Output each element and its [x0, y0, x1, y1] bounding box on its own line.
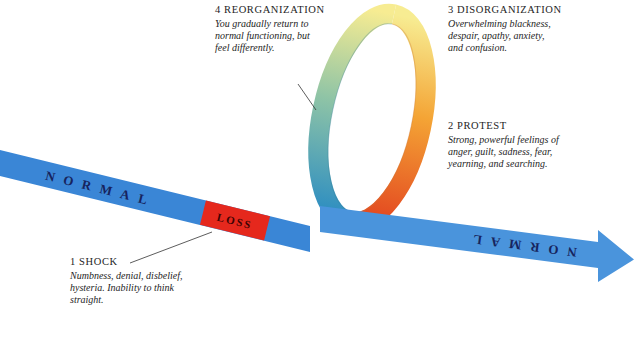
loss-band-segment: LOSS — [200, 201, 270, 241]
stage-description: Strong, powerful feelings of anger, guil… — [448, 134, 576, 170]
stage-heading: 2 PROTEST — [448, 120, 507, 131]
stage-description: Numbness, denial, disbelief, hysteria. I… — [70, 270, 208, 306]
ribbon-left-half — [301, 4, 394, 222]
ribbon-right-half — [350, 14, 443, 232]
stage-description: Overwhelming blackness, despair, apathy,… — [448, 18, 556, 54]
stage-heading: 3 DISORGANIZATION — [448, 4, 562, 15]
leader-line — [298, 84, 316, 110]
leader-line — [130, 232, 212, 263]
ribbon-loop — [301, 4, 443, 232]
stage-description: You gradually return to normal functioni… — [215, 18, 317, 54]
segment-label: LOSS — [216, 210, 254, 230]
stage-heading: 1 SHOCK — [70, 256, 118, 267]
ribbon-edge — [313, 16, 392, 212]
stage-heading: 4 REORGANIZATION — [215, 4, 325, 15]
arrow-band-right — [320, 206, 634, 282]
arrow-band-left — [0, 150, 310, 252]
ribbon-edge — [352, 24, 431, 220]
